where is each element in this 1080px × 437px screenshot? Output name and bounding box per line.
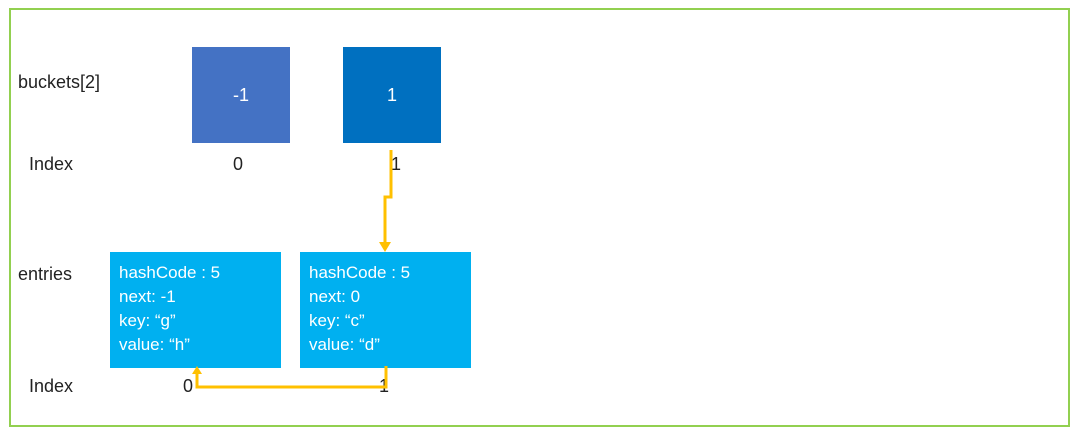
entry-next: next: -1 — [119, 287, 176, 306]
entry-box-0: hashCode : 5 next: -1 key: “g” value: “h… — [110, 252, 281, 368]
diagram-frame — [9, 8, 1070, 427]
entries-label: entries — [18, 264, 73, 284]
entry-value: value: “h” — [119, 335, 190, 354]
bucket-index-label: Index — [29, 154, 74, 174]
entry-box-1: hashCode : 5 next: 0 key: “c” value: “d” — [300, 252, 471, 368]
bucket-index-1: 1 — [391, 154, 402, 174]
bucket-index-0: 0 — [233, 154, 244, 174]
entry-hashcode: hashCode : 5 — [309, 263, 411, 282]
bucket-box-1: 1 — [343, 47, 441, 143]
buckets-label: buckets[2] — [18, 72, 101, 92]
bucket-to-entry-arrow — [383, 150, 393, 243]
arrow-head-up — [192, 366, 202, 374]
entry-key: key: “c” — [309, 311, 365, 330]
bucket-box-0: -1 — [192, 47, 290, 143]
entry-next: next: 0 — [309, 287, 361, 306]
entry-index-label: Index — [29, 376, 74, 396]
next-pointer-arrow — [195, 366, 388, 389]
entry-key: key: “g” — [119, 311, 176, 330]
arrow-head-down — [379, 242, 391, 252]
entry-hashcode: hashCode : 5 — [119, 263, 221, 282]
entry-value: value: “d” — [309, 335, 380, 354]
entry-index-0: 0 — [183, 376, 194, 396]
